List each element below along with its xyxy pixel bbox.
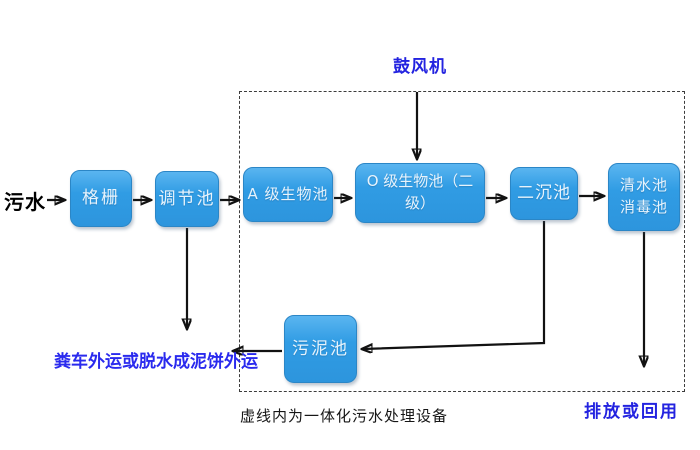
influent-label: 污水 [4,190,46,214]
node-disinfection-tank-label: 消毒池 [619,198,668,216]
node-secondary-clarifier-label: 二沉池 [517,183,571,204]
node-clear-water-tank-label: 清水池 [619,176,668,195]
discharge-label: 排放或回用 [584,402,679,422]
integrated-equipment-dashed-boundary [239,91,685,392]
node-clear-water-disinfection-tank: 清水池 消毒池 [608,163,680,231]
node-sludge-tank-label: 污泥池 [292,338,349,359]
node-secondary-clarifier: 二沉池 [510,167,578,220]
node-o-bio-tank: O 级生物池（二级） [355,163,485,223]
node-regulating-tank-label: 调节池 [158,188,216,209]
dashed-box-caption: 虚线内为一体化污水处理设备 [240,407,449,425]
node-bar-screen: 格栅 [70,170,132,227]
node-a-bio-tank-label: A 级生物池 [247,184,329,203]
node-sludge-tank: 污泥池 [284,315,357,383]
node-a-bio-tank: A 级生物池 [243,167,333,222]
node-bar-screen-label: 格栅 [82,188,120,209]
node-o-bio-tank-label: O 级生物池（二级） [366,172,474,212]
blower-label: 鼓风机 [393,57,447,77]
node-regulating-tank: 调节池 [155,171,219,227]
sludge-disposal-label: 粪车外运或脱水成泥饼外运 [54,352,258,372]
